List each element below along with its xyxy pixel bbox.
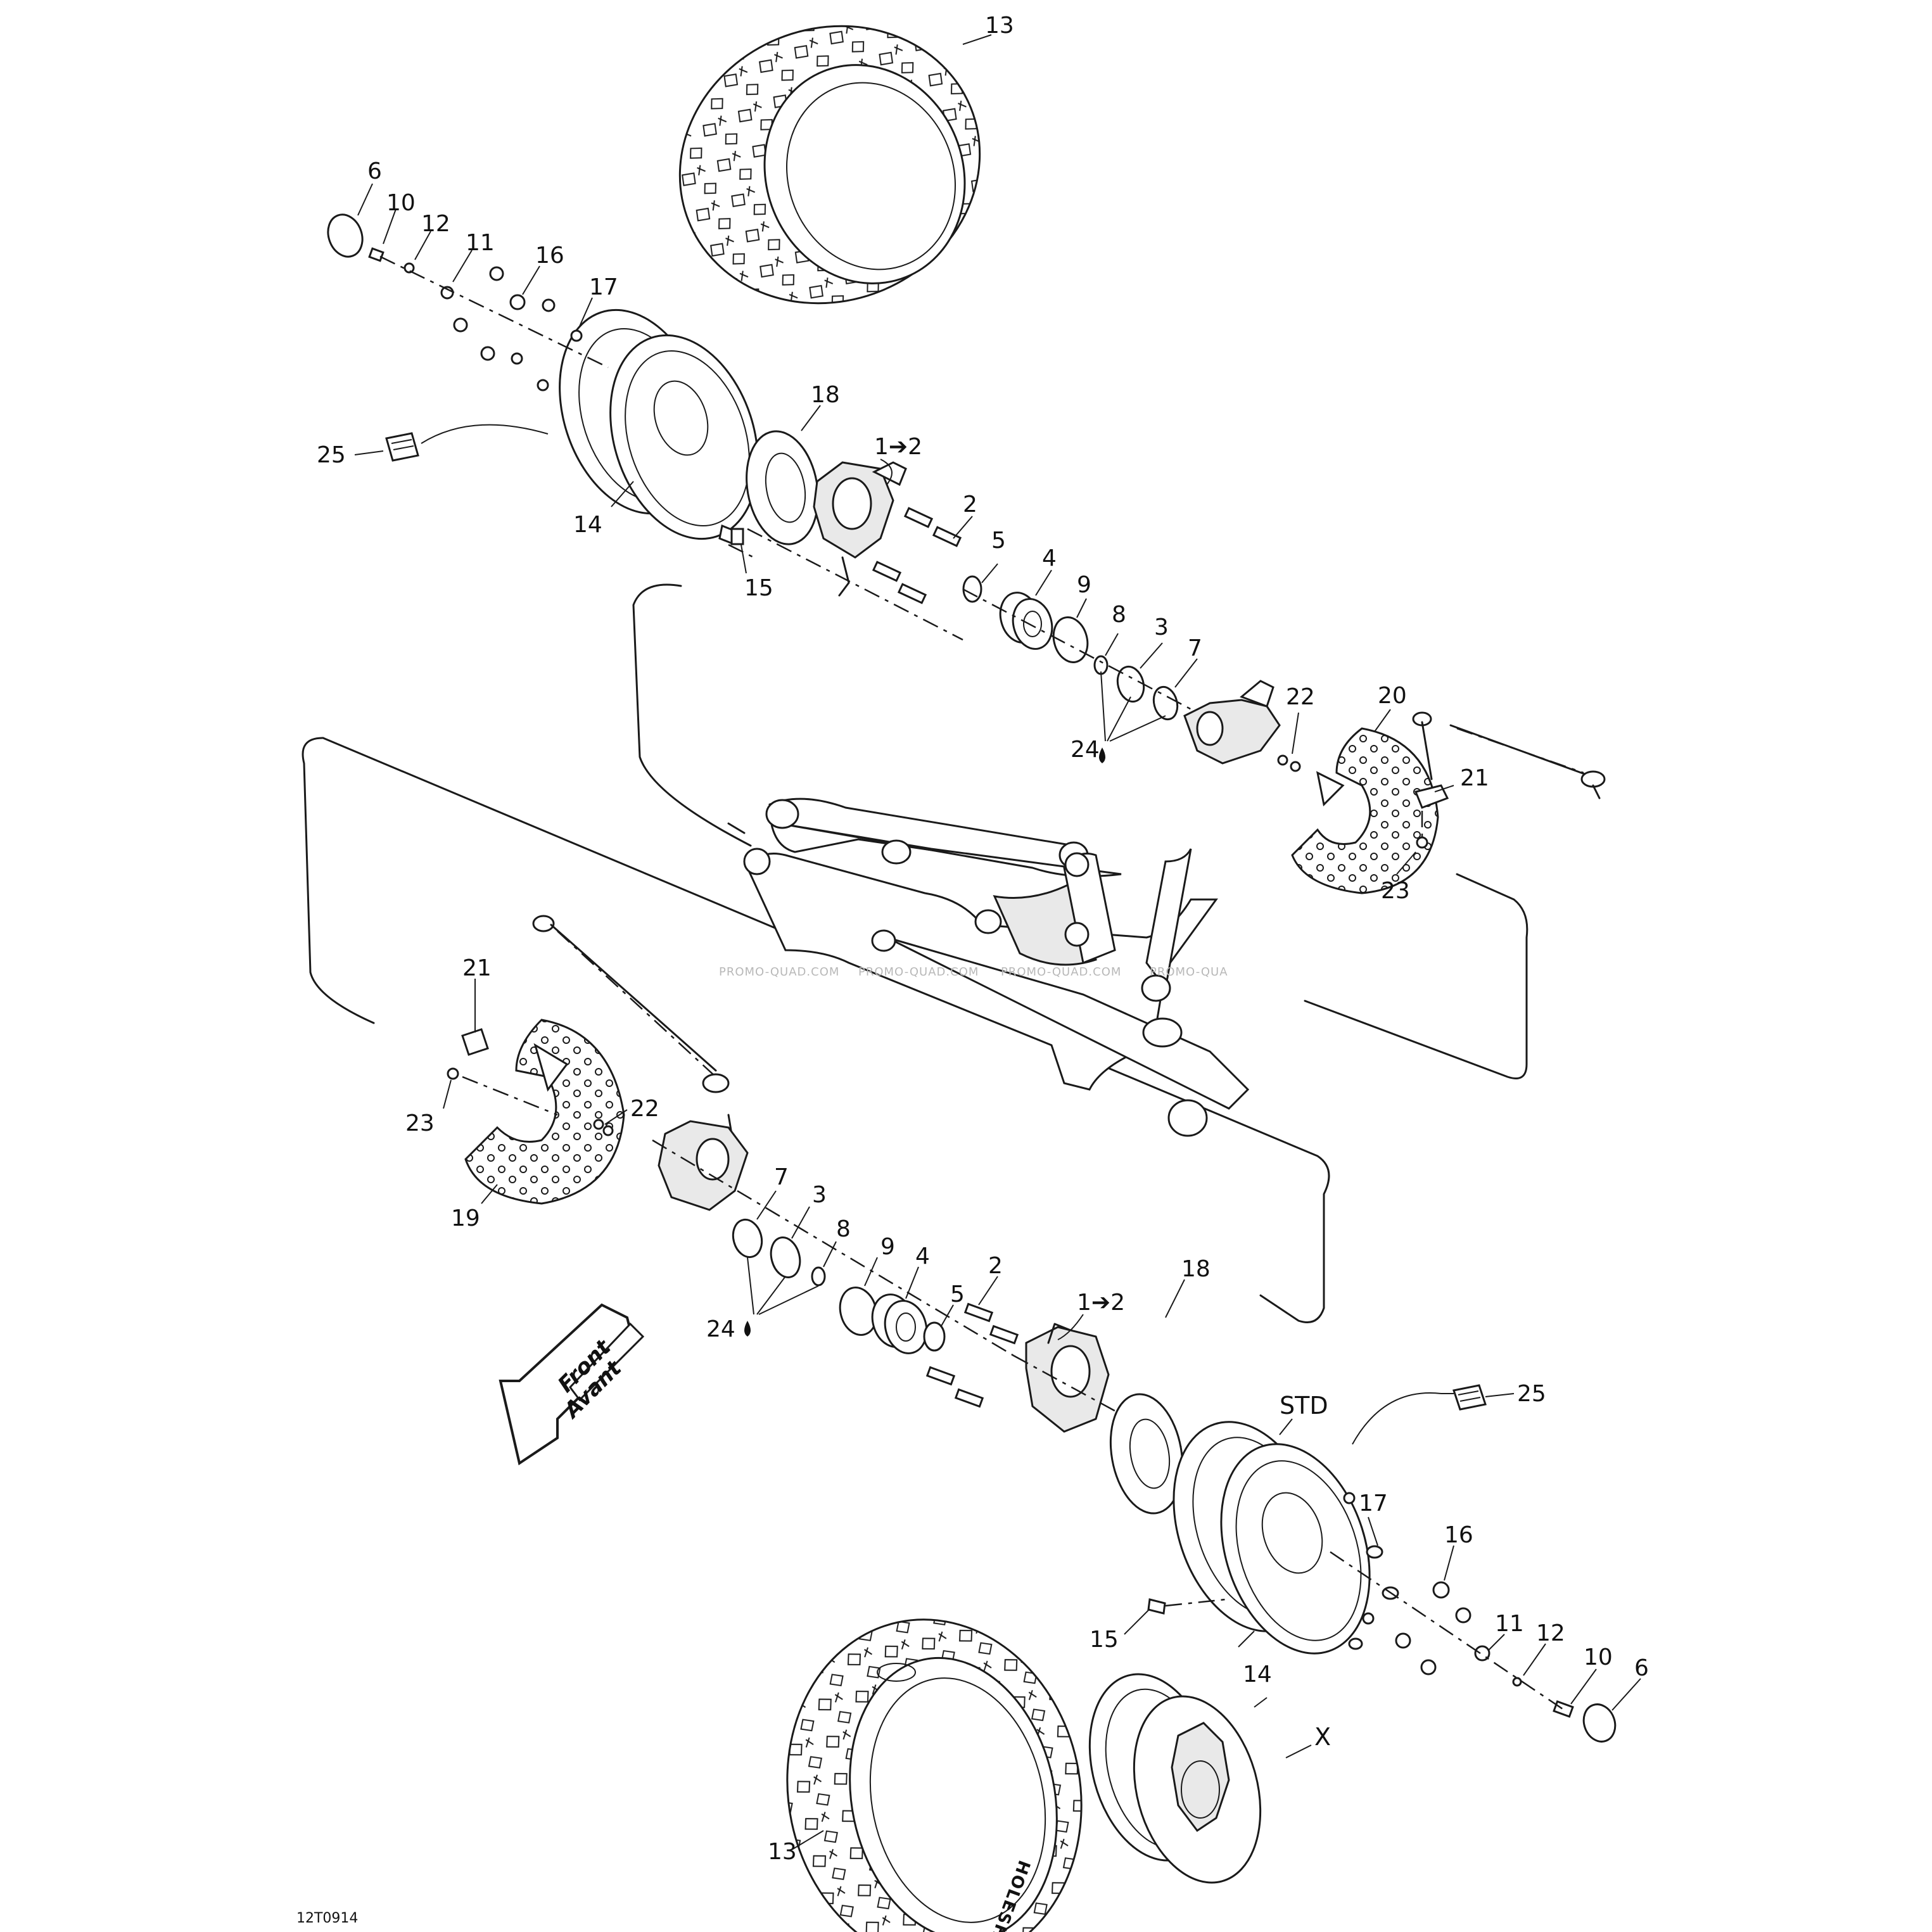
callout-12-lower: 12 xyxy=(1536,1620,1565,1646)
callout-24-lower: 24 xyxy=(706,1316,735,1342)
callout-9-upper: 9 xyxy=(1077,572,1091,598)
callout-14-upper: 14 xyxy=(573,512,602,538)
callout-16-lower: 16 xyxy=(1444,1522,1473,1548)
callout-leaders xyxy=(354,34,1641,1850)
callout-24-upper: 24 xyxy=(1071,737,1100,763)
callout-18-lower: 18 xyxy=(1181,1256,1211,1282)
brackets-upper xyxy=(1277,754,1449,849)
watermark-text-2: PROMO-QUAD.COM xyxy=(858,965,979,979)
watermark-text-1: PROMO-QUAD.COM xyxy=(719,965,839,979)
callout-11-lower: 11 xyxy=(1495,1611,1524,1637)
frame-leaders xyxy=(302,583,1528,1323)
hardware-lower xyxy=(1330,1545,1617,1743)
rim-lower-x xyxy=(1088,1673,1262,1884)
a-arm-lower xyxy=(743,848,1250,1137)
callout-x: X xyxy=(1314,1723,1331,1751)
callout-23-lower: 23 xyxy=(405,1110,435,1136)
callout-16-upper: 16 xyxy=(535,243,564,269)
callout-7-upper: 7 xyxy=(1188,635,1202,661)
callout-11-upper: 11 xyxy=(466,230,495,256)
callout-19: 19 xyxy=(451,1205,480,1231)
callout-10-lower: 10 xyxy=(1584,1644,1613,1670)
tire-lower: HOLESHOT xyxy=(786,1618,1083,1932)
callout-15-lower: 15 xyxy=(1090,1627,1119,1653)
hub-18-lower xyxy=(1109,1393,1184,1515)
bolts-2-lower xyxy=(925,1302,1019,1408)
callout-25-upper: 25 xyxy=(317,442,346,468)
callout-17-lower: 17 xyxy=(1359,1490,1388,1516)
callout-22-lower: 22 xyxy=(630,1096,659,1122)
callout-17-upper: 17 xyxy=(589,274,618,300)
callout-23-upper: 23 xyxy=(1381,878,1410,904)
hub-18-upper xyxy=(746,430,819,545)
rim-lower-std xyxy=(1173,1421,1375,1655)
watermark-text-4: PROMO-QUA xyxy=(1150,965,1228,979)
bearing-stack-lower xyxy=(652,1139,1014,1357)
tie-rod-lower xyxy=(532,915,733,1135)
callout-15-upper: 15 xyxy=(744,575,773,601)
callout-8-upper: 8 xyxy=(1112,602,1126,628)
callout-13-lower: 13 xyxy=(768,1839,797,1865)
decal-25-upper xyxy=(385,432,419,462)
carrier-upper-right xyxy=(1183,680,1281,765)
bolts-2-upper xyxy=(730,507,962,604)
rim-upper xyxy=(559,308,759,540)
callout-3-lower: 3 xyxy=(812,1182,827,1208)
callout-labels: 13 6 10 12 11 16 17 25 14 15 18 1➔2 2 5 … xyxy=(317,13,1649,1865)
callout-12-upper: 12 xyxy=(421,211,450,237)
seal-6-upper xyxy=(327,213,364,258)
callout-7-lower: 7 xyxy=(774,1164,789,1190)
callout-21-upper: 21 xyxy=(1460,765,1489,791)
callout-4-lower: 4 xyxy=(915,1243,930,1269)
callout-14-lower-std: 14 xyxy=(1243,1662,1272,1687)
callout-4-upper: 4 xyxy=(1042,545,1057,571)
valve-stem-lower xyxy=(1147,1598,1226,1615)
front-direction-arrow: Front Avant xyxy=(499,1303,645,1466)
callout-6-upper: 6 xyxy=(367,158,382,184)
callout-5-upper: 5 xyxy=(991,528,1006,554)
bearing-stack-upper xyxy=(962,575,1204,721)
callout-1-2-upper: 1➔2 xyxy=(874,434,922,460)
carrier-lower-left xyxy=(658,1120,749,1211)
brackets-lower xyxy=(447,1028,614,1136)
callout-8-lower: 8 xyxy=(836,1216,851,1242)
callout-20: 20 xyxy=(1378,683,1407,709)
callout-5-lower: 5 xyxy=(950,1281,965,1307)
callout-25-lower: 25 xyxy=(1517,1381,1546,1407)
callout-13-upper: 13 xyxy=(985,13,1014,39)
callout-18-upper: 18 xyxy=(811,382,840,408)
callout-2-lower: 2 xyxy=(988,1253,1003,1279)
tire-upper xyxy=(678,25,981,305)
callout-6-lower: 6 xyxy=(1634,1655,1649,1681)
callout-22-upper: 22 xyxy=(1286,684,1315,710)
knuckle-upper xyxy=(728,461,963,641)
knuckle-lower xyxy=(1013,1323,1223,1471)
watermark-text-3: PROMO-QUAD.COM xyxy=(1001,965,1121,979)
lube-24-lower xyxy=(744,1257,819,1337)
lube-24-upper xyxy=(1099,671,1166,763)
callout-2-upper: 2 xyxy=(963,492,977,518)
callout-3-upper: 3 xyxy=(1154,614,1169,640)
callout-9-lower: 9 xyxy=(880,1234,895,1260)
brake-disc-19 xyxy=(464,1019,625,1205)
diagram-code: 12T0914 xyxy=(296,1910,358,1926)
watermark: PROMO-QUAD.COM PROMO-QUAD.COM PROMO-QUAD… xyxy=(719,965,1228,979)
decal-25-lower xyxy=(1452,1384,1487,1411)
tie-rod-upper xyxy=(1412,711,1606,799)
callout-std: STD xyxy=(1280,1392,1328,1420)
callout-21-lower: 21 xyxy=(462,955,492,981)
hardware-upper xyxy=(368,247,609,391)
brake-disc-20 xyxy=(1291,727,1439,894)
callout-1-2-lower: 1➔2 xyxy=(1077,1290,1125,1316)
callout-10-upper: 10 xyxy=(386,190,416,216)
